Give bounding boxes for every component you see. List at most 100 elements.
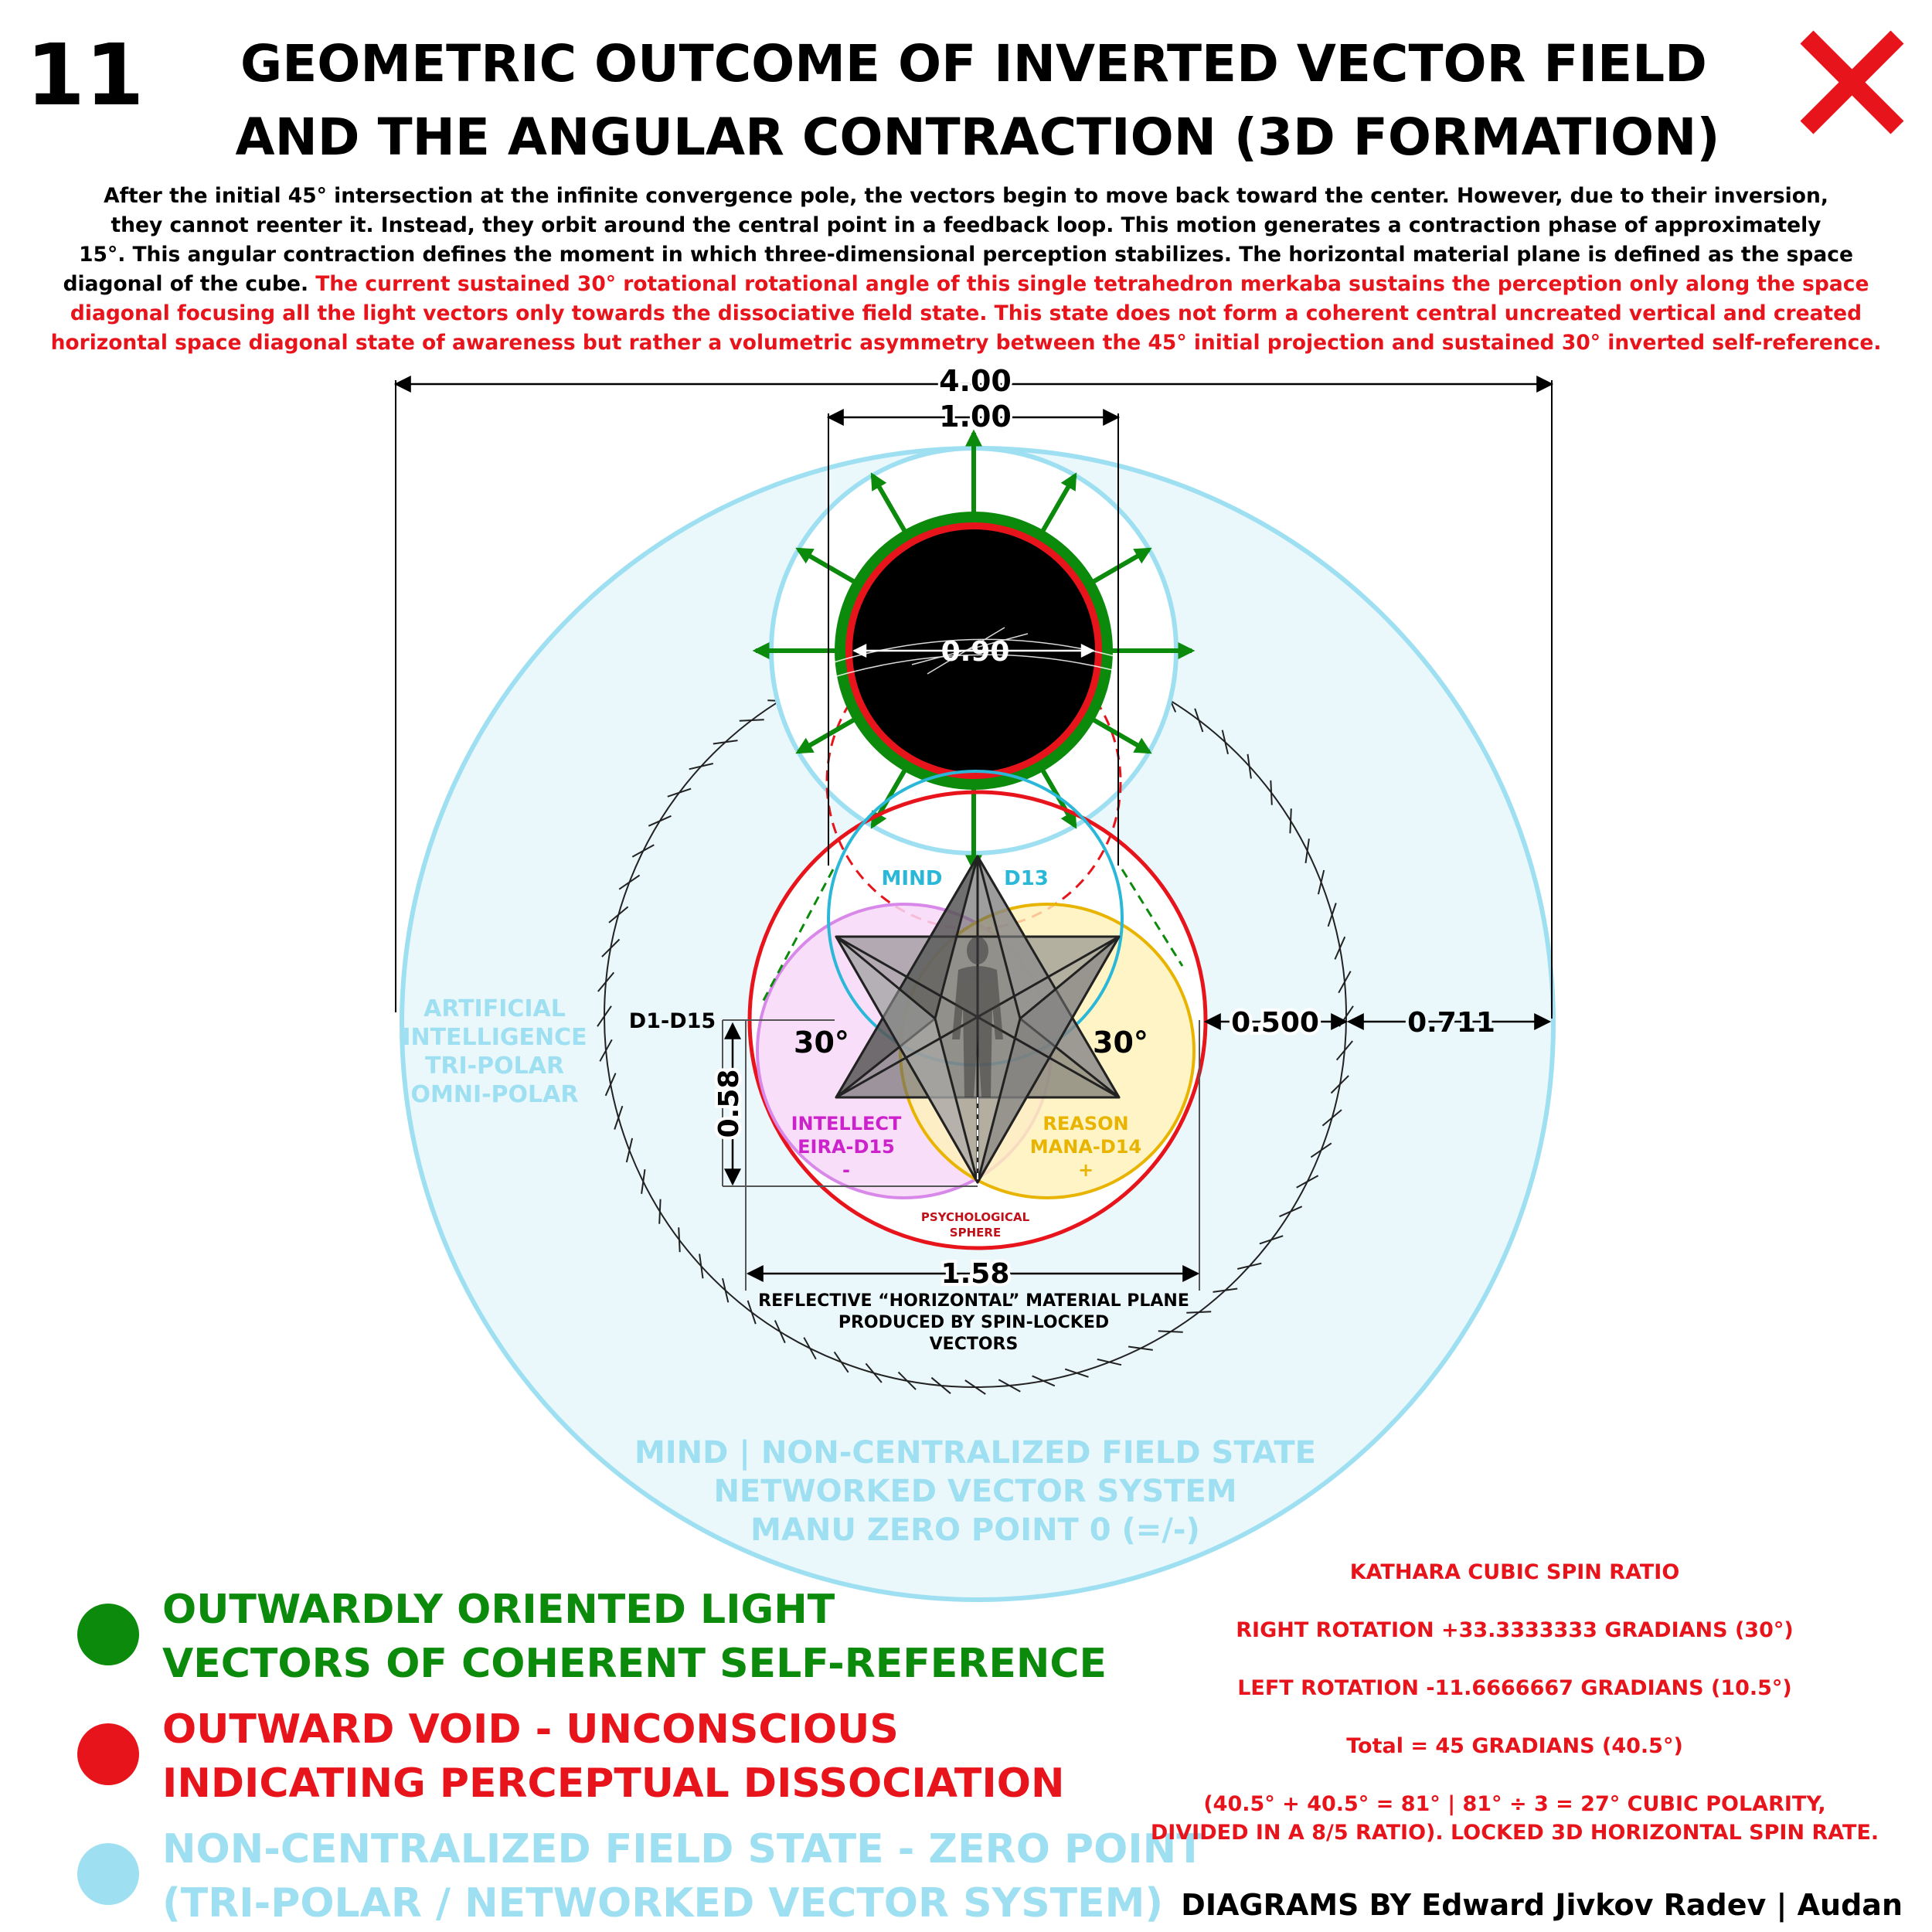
orbit-hatch [713,740,738,745]
legend-green-dot [77,1604,139,1665]
dim-label-158: 1.58 [941,1258,1010,1290]
orbit-hatch [1327,903,1337,927]
orbit-hatch [964,1379,986,1395]
description-mixed-black: diagonal of the cube. [63,272,316,296]
reason-label: REASON [1043,1113,1128,1134]
description: After the initial 45° intersection at th… [51,184,1882,355]
orbit-hatch [1247,753,1252,779]
dashed-void-circle [825,634,1122,930]
reason-sign: + [1078,1159,1094,1181]
orbit-hatch [597,1005,612,1027]
orbit-hatch [641,1168,646,1194]
light-vector-arrow [870,472,907,533]
human-figure [952,937,1003,1097]
spin-ratio: KATHARA CUBIC SPIN RATIO RIGHT ROTATION … [1151,1560,1879,1845]
ratio-formula-line2: DIVIDED IN A 8/5 RATIO). LOCKED 3D HORIZ… [1151,1821,1879,1845]
dim-label-1: 1.00 [939,400,1012,434]
orbit-hatch [1128,1345,1153,1351]
green-dashed-line-left [760,869,835,1005]
legend-red-dot [77,1723,139,1785]
intellect-label: INTELLECT [791,1113,902,1134]
ratio-formula-line1: (40.5° + 40.5° = 81° | 81° ÷ 3 = 27° CUB… [1203,1792,1825,1816]
d13-label: D13 [1004,867,1049,890]
orbit-hatch [1221,730,1229,755]
light-vector-arrow [1091,547,1152,584]
orbit-hatch [897,1371,917,1390]
ai-label-line: INTELLIGENCE [402,1024,587,1051]
orbit-hatch [1259,1235,1284,1245]
orbit-hatch [1296,1175,1319,1189]
orbit-hatch [930,1376,951,1394]
orbit-hatch [658,1199,662,1224]
orbit-hatch [1236,1262,1262,1270]
orbit-hatch [739,719,764,722]
orbit-hatch [601,938,621,957]
orbit-hatch [667,787,692,798]
legend-green-line1: OUTWARDLY ORIENTED LIGHT [162,1587,835,1633]
orbit-hatch [1334,936,1346,960]
ai-label-line: OMNI-POLAR [410,1081,578,1108]
ratio-title: KATHARA CUBIC SPIN RATIO [1350,1560,1680,1584]
dim-label-4: 4.00 [939,364,1012,398]
orbit-hatch [678,1227,681,1253]
page-title-line2: AND THE ANGULAR CONTRACTION (3D FORMATIO… [235,107,1719,167]
field-label-line: MIND | NON-CENTRALIZED FIELD STATE [634,1435,1316,1471]
d1-d15-box [722,1019,1200,1291]
orbit-hatch [597,971,615,992]
light-vector-arrow [1091,717,1152,754]
psychological-sphere-label: PSYCHOLOGICAL [921,1210,1030,1224]
orbit-hatch [689,763,714,770]
dim-label-090: 0.90 [941,636,1010,668]
dim-label-0500: 0.500 [1231,1007,1319,1039]
orbit-hatch [599,1039,613,1062]
psychological-sphere-label-2: SPHERE [950,1226,1001,1240]
description-red-line: diagonal focusing all the light vectors … [70,301,1862,325]
orbit-hatch [803,1337,817,1360]
orbit-hatch [833,1351,849,1373]
orbit-hatch [1097,1358,1122,1366]
orbit-hatch [1338,971,1352,994]
orbit-hatch [1335,1040,1353,1061]
orbit-hatch [625,1138,634,1163]
legend-green-line2: VECTORS OF COHERENT SELF-REFERENCE [162,1641,1107,1687]
orbit-hatch [1279,1206,1303,1218]
plane-label-line: REFLECTIVE “HORIZONTAL” MATERIAL PLANE [758,1291,1189,1311]
orbit-hatch [1317,869,1325,895]
legend-red-line2: INDICATING PERCEPTUAL DISSOCIATION [162,1760,1064,1807]
ai-label-line: ARTIFICIAL [423,995,566,1022]
ratio-total: Total = 45 GRADIANS (40.5°) [1346,1734,1683,1758]
orbit-hatch [1032,1375,1056,1387]
orbit-hatch [1330,1075,1349,1094]
dim-label-0711: 0.711 [1407,1007,1495,1039]
orbit-hatch [747,1300,757,1325]
orbit-hatch [1270,780,1273,805]
orbit-hatch [699,1253,704,1279]
orbit-hatch [1158,1330,1183,1333]
orbit-hatch [1186,1311,1212,1314]
orbit-hatch [618,874,641,890]
legend: OUTWARDLY ORIENTED LIGHT VECTORS OF COHE… [77,1587,1204,1927]
field-label-line: NETWORKED VECTOR SYSTEM [713,1474,1236,1509]
dim-label-058: 0.58 [713,1070,745,1138]
plane-label-line: VECTORS [930,1335,1019,1354]
description-line-mixed: diagonal of the cube. The current sustai… [63,272,1869,296]
ratio-left: LEFT ROTATION -11.6666667 GRADIANS (10.5… [1237,1676,1792,1700]
angle-left-label: 30° [794,1026,849,1060]
mind-label: MIND [882,867,943,890]
orbit-hatch [604,1073,617,1097]
orbit-hatch [1321,1109,1342,1127]
intellect-sub-label: EIRA-D15 [798,1136,895,1158]
orbit-hatch [722,1277,730,1303]
orbit-hatch [1304,838,1310,864]
green-dashed-line-right [1121,869,1184,967]
orbit-hatch [1194,708,1204,733]
description-line: After the initial 45° intersection at th… [104,184,1828,208]
orbit-hatch [1064,1368,1089,1378]
orbit-hatch [614,1105,624,1130]
ai-label-line: TRI-POLAR [425,1053,564,1080]
star-tetrahedron [835,855,1121,1184]
legend-blue-dot [77,1843,139,1905]
orbit-hatch [648,815,672,827]
legend-red-line1: OUTWARD VOID - UNCONSCIOUS [162,1706,899,1753]
reason-sub-label: MANA-D14 [1030,1136,1141,1158]
